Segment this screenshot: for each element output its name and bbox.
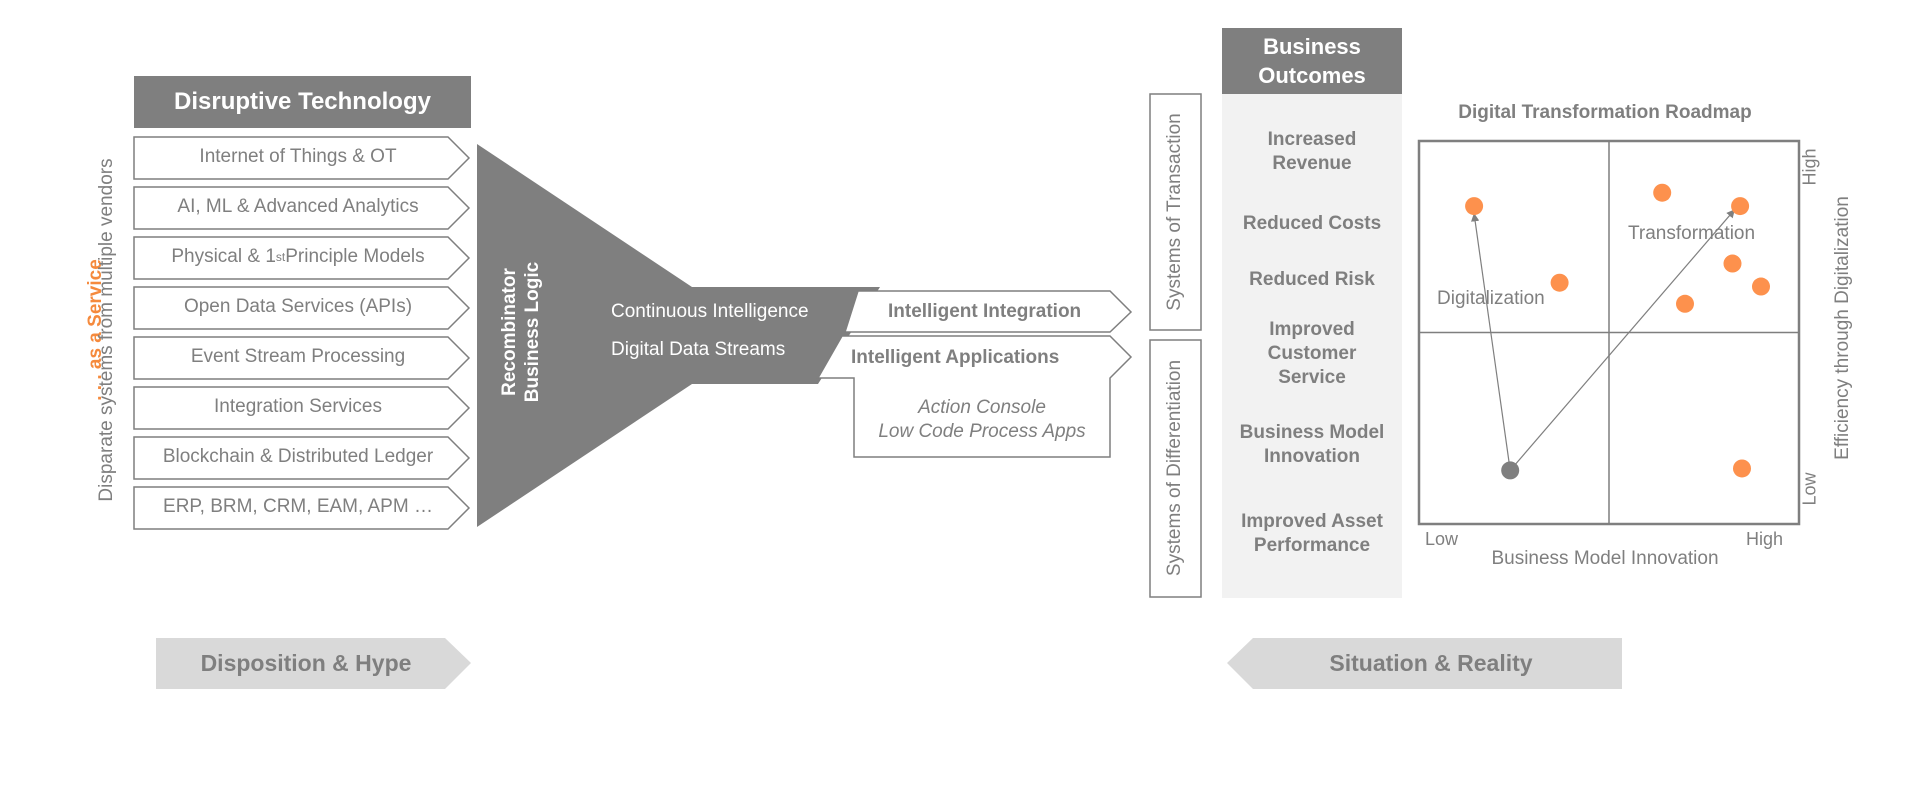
chart-x-axis-label: Business Model Innovation (1491, 548, 1719, 569)
chart-x-tick-low: Low (1425, 529, 1459, 549)
intelligent-applications-label: Intelligent Applications (851, 347, 1060, 368)
data-point-8 (1733, 459, 1751, 478)
data-point-5 (1723, 254, 1742, 273)
data-point-2 (1550, 273, 1569, 292)
tech-item-iot: Internet of Things & OT (199, 146, 397, 167)
data-point-3 (1653, 183, 1672, 202)
outcome-reduced-costs: Reduced Costs (1242, 213, 1382, 234)
systems-of-transaction-label: Systems of Transaction (1164, 113, 1185, 311)
systems-of-differentiation-box (1149, 339, 1202, 598)
chart-title: Digital Transformation Roadmap (1458, 102, 1752, 123)
business-outcomes-header: Business Outcomes (1222, 28, 1402, 94)
roadmap-arrow-1 (1470, 212, 1511, 471)
tech-item-integration: Integration Services (214, 396, 382, 417)
tech-chevron-4 (133, 286, 471, 330)
systems-of-transaction-box (1149, 93, 1202, 331)
tech-item-open-data: Open Data Services (APIs) (183, 296, 413, 317)
systems-of-differentiation-label: Systems of Differentiation (1164, 359, 1185, 577)
data-point-1 (1465, 197, 1484, 216)
tech-chevron-3 (133, 236, 471, 280)
recombinator-funnel (477, 144, 880, 527)
chart-y-axis-label: Efficiency through Digitalization (1832, 196, 1853, 460)
tech-chevron-2 (133, 186, 471, 230)
roadmap-arrow-2 (1509, 209, 1735, 471)
tech-chevron-8 (133, 486, 471, 530)
situation-reality-banner: Situation & Reality (1329, 650, 1533, 676)
data-point-4 (1731, 197, 1750, 216)
intelligent-integration-label: Intelligent Integration (888, 301, 1082, 322)
tech-chevron-7 (133, 436, 471, 480)
superscript-st: st (275, 250, 286, 264)
intelligent-applications-shape (816, 335, 1133, 458)
outcomes-panel (1222, 94, 1402, 598)
tech-chevron-5 (133, 336, 471, 380)
chart-y-tick-high: High (1799, 148, 1820, 186)
tech-item-blockchain: Blockchain & Distributed Ledger (162, 446, 434, 467)
digital-data-streams-label: Digital Data Streams (611, 339, 786, 360)
intelligent-integration-chevron (843, 290, 1133, 333)
tech-item-erp: ERP, BRM, CRM, EAM, APM … (163, 496, 433, 517)
disposition-hype-banner: Disposition & Hype (200, 650, 412, 676)
situation-banner-shape (1227, 638, 1622, 689)
quadrant-label-transformation: Transformation (1628, 223, 1756, 244)
data-point-6 (1752, 277, 1770, 296)
apps-sub-label: Action Console Low Code Process Apps (878, 397, 1086, 442)
tech-item-ai-ml: AI, ML & Advanced Analytics (177, 196, 419, 217)
outcome-reduced-risk: Reduced Risk (1249, 269, 1375, 290)
continuous-intelligence-label: Continuous Intelligence (611, 301, 809, 322)
tech-chevron-1 (133, 136, 471, 180)
tech-item-event-stream: Event Stream Processing (190, 346, 406, 367)
recombinator-label: Recombinator Business Logic (499, 261, 543, 403)
tech-chevron-6 (133, 386, 471, 430)
quadrant-label-digitalization: Digitalization (1437, 288, 1545, 309)
origin-point (1501, 461, 1520, 480)
roadmap-chart (1417, 139, 1801, 526)
chart-y-tick-low: Low (1799, 472, 1820, 506)
disposition-banner-shape (156, 638, 471, 689)
disruptive-technology-header: Disruptive Technology (134, 76, 471, 128)
data-point-7 (1676, 294, 1694, 313)
chart-x-tick-high: High (1746, 529, 1784, 549)
